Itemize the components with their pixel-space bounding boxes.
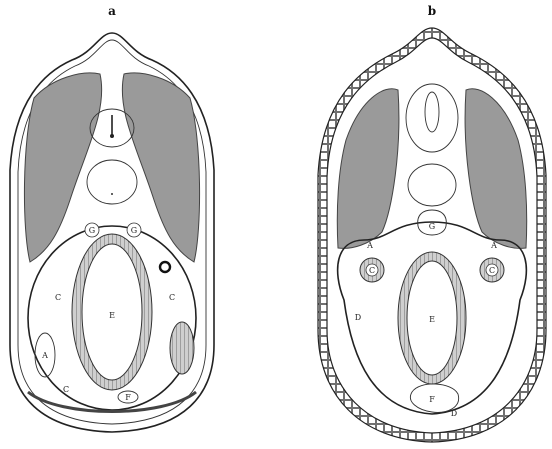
- panel-b-letter: b: [428, 4, 436, 18]
- panel-a-label-c3: C: [169, 293, 175, 302]
- panel-b-notochord: [408, 164, 456, 206]
- panel-a-label-c1: C: [55, 293, 61, 302]
- panel-a-label-e: E: [109, 311, 115, 320]
- panel-b-label-g: G: [429, 222, 435, 231]
- panel-a-label-g1: G: [89, 226, 95, 235]
- panel-b-right-muscle-mass: [465, 89, 527, 249]
- panel-a: a E G G A C C C F: [10, 4, 214, 432]
- panel-b-left-muscle-mass: [337, 89, 399, 249]
- panel-b-label-c1: C: [369, 266, 375, 275]
- panel-a-right-organ: [170, 322, 194, 374]
- panel-b-label-e: E: [429, 315, 435, 324]
- panel-a-label-c2: C: [63, 385, 69, 394]
- panel-a-label-f: F: [125, 393, 131, 402]
- panel-b-label-c2: C: [489, 266, 495, 275]
- panel-b-label-d2: D: [451, 409, 457, 418]
- panel-a-notochord: [87, 160, 137, 204]
- panel-a-right-small-vessel: [160, 262, 170, 272]
- panel-b-label-f: F: [429, 395, 435, 404]
- panel-a-label-a: A: [41, 351, 48, 360]
- panel-b-label-a1: A: [366, 241, 373, 250]
- panel-b-neural-canal: [425, 92, 439, 132]
- panel-b-label-a2: A: [490, 241, 497, 250]
- panel-a-letter: a: [108, 4, 116, 18]
- panel-b-neural-tube: [406, 84, 458, 152]
- panel-a-bottom-layer: [28, 392, 196, 412]
- panel-a-label-g2: G: [131, 226, 137, 235]
- panel-b-label-d1: D: [355, 313, 361, 322]
- panel-b: b E G A A C C D D F: [318, 4, 546, 442]
